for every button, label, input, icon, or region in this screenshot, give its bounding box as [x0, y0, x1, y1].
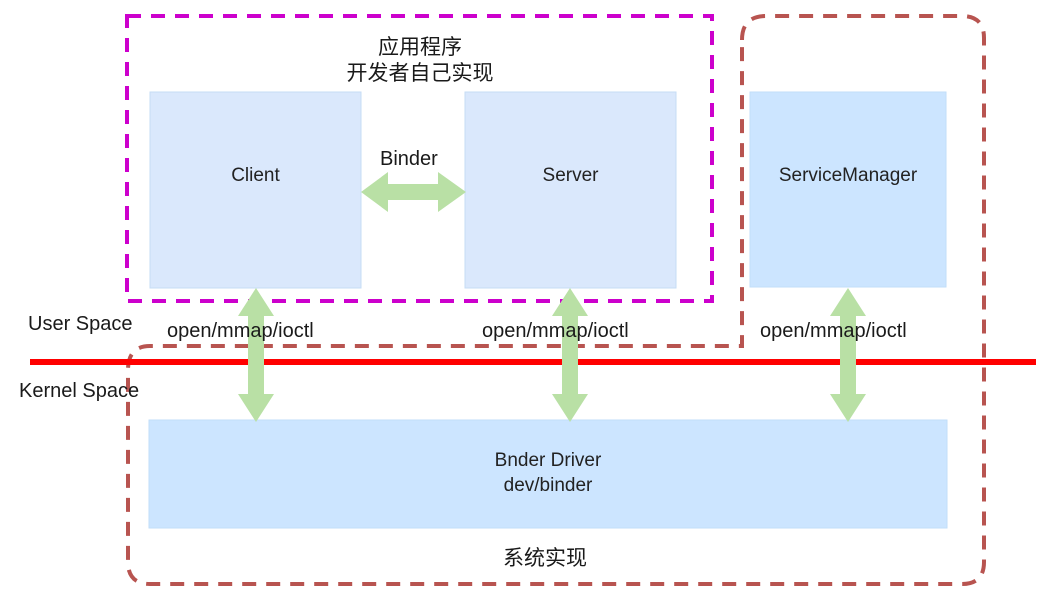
- service-manager-label: ServiceManager: [778, 164, 918, 186]
- client-driver-label: open/mmap/ioctl: [167, 320, 314, 342]
- driver-label-line1: Bnder Driver: [494, 450, 602, 472]
- user-space-label: User Space: [28, 313, 133, 335]
- client-driver-arrow: [238, 288, 274, 422]
- server-label-wrap: Server: [465, 92, 676, 260]
- app-region-title: 应用程序 开发者自己实现: [320, 34, 520, 87]
- server-label: Server: [542, 164, 599, 186]
- app-region-title-line2: 开发者自己实现: [346, 61, 494, 86]
- app-region-border: [125, 14, 714, 303]
- binder-arrow: [361, 172, 466, 212]
- server-driver-arrow: [552, 288, 588, 422]
- server-box[interactable]: [464, 91, 677, 289]
- server-driver-label: open/mmap/ioctl: [482, 320, 629, 342]
- system-region-title: 系统实现: [503, 546, 587, 570]
- driver-label-wrap: Bnder Driver dev/binder: [149, 420, 947, 528]
- service-manager-label-wrap: ServiceManager: [750, 92, 946, 260]
- driver-label-line2: dev/binder: [503, 475, 593, 496]
- driver-box[interactable]: [148, 419, 948, 529]
- sm-driver-arrow: [830, 288, 866, 422]
- client-label-wrap: Client: [150, 92, 361, 260]
- sm-driver-label: open/mmap/ioctl: [760, 320, 907, 342]
- service-manager-box[interactable]: [749, 91, 947, 288]
- client-label: Client: [231, 164, 280, 186]
- kernel-space-label: Kernel Space: [19, 380, 140, 402]
- binder-label: Binder: [380, 148, 438, 170]
- client-box[interactable]: [149, 91, 362, 289]
- app-region-title-line1: 应用程序: [378, 35, 462, 59]
